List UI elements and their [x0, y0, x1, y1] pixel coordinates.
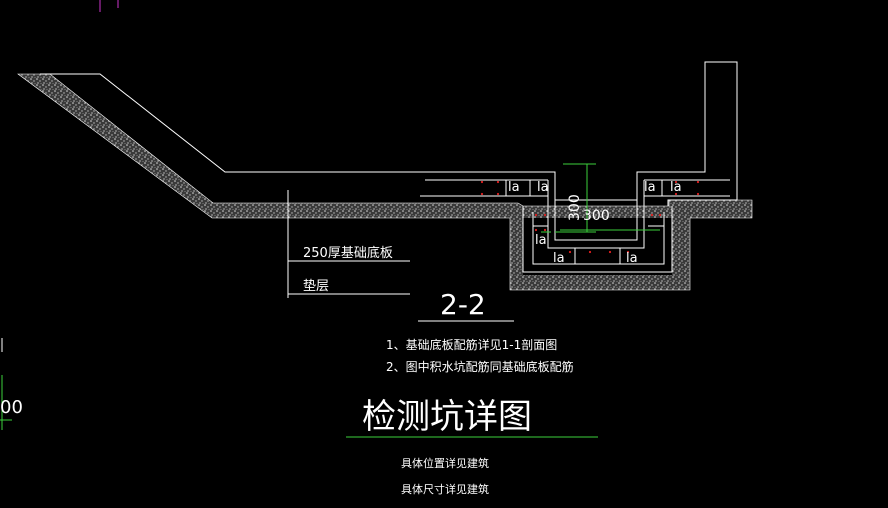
dimension-lines [0, 163, 660, 438]
anchor-tag: la [535, 233, 547, 248]
leader-lines [287, 190, 410, 298]
anchor-tag: la [508, 180, 520, 195]
anchor-tag: la [644, 180, 656, 195]
remark-line: 具体尺寸详见建筑 [401, 482, 489, 496]
pit-inner-outline [532, 212, 665, 265]
anchor-tags: la la la la la la la [508, 180, 682, 266]
pit-rebar-outline [547, 180, 645, 249]
note-line: 1、基础底板配筋详见1-1剖面图 [386, 337, 557, 352]
drawing-title: 检测坑详图 [362, 397, 532, 437]
section-label: 2-2 [440, 288, 486, 321]
pit-outline [522, 206, 673, 273]
anchor-tag: la [626, 251, 638, 266]
tag-ticks [505, 180, 664, 264]
anchor-tag: la [537, 180, 549, 195]
edge-text: 00 [0, 397, 23, 418]
anchor-tag: la [670, 180, 682, 195]
pit-rebar-inner [554, 200, 638, 241]
layer-label-slab: 250厚基础底板 [303, 245, 393, 261]
remark-line: 具体位置详见建筑 [401, 456, 489, 470]
layer-label-cushion: 垫层 [303, 278, 329, 294]
rebar-dots [480, 180, 700, 254]
slab-outline [40, 61, 738, 206]
dimension-vertical: 300 [567, 194, 583, 221]
anchor-tag: la [553, 251, 565, 266]
note-line: 2、图中积水坑配筋同基础底板配筋 [386, 359, 574, 374]
magenta-marks [99, 0, 119, 12]
dimension-horizontal: 300 [583, 208, 610, 224]
